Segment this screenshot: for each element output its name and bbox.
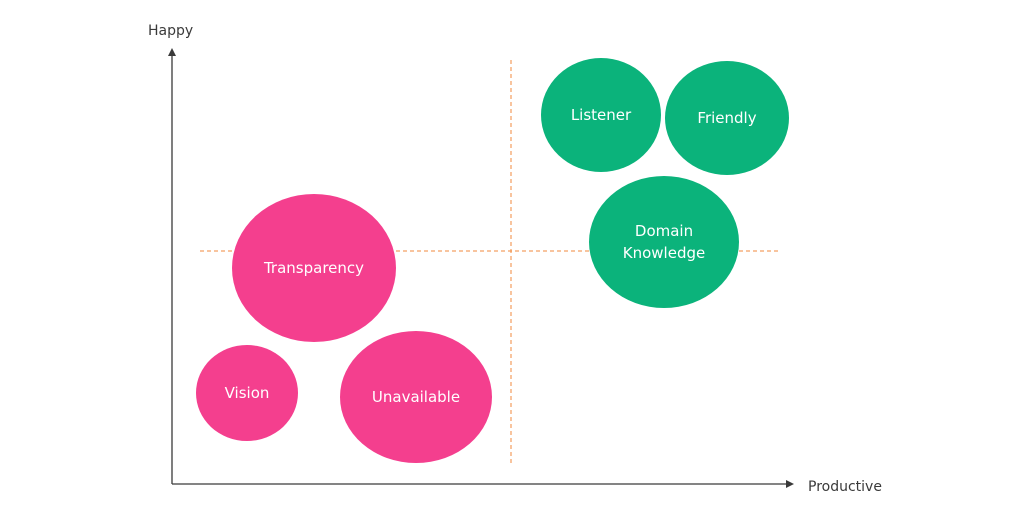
bubble-transparency: Transparency (232, 194, 396, 342)
bubble-shape-vision (196, 345, 298, 441)
bubble-label-domain-knowledge: Knowledge (623, 244, 705, 262)
bubble-label-vision: Vision (225, 384, 270, 402)
bubble-shape-transparency (232, 194, 396, 342)
bubble-label-listener: Listener (571, 106, 632, 124)
bubble-shape-unavailable (340, 331, 492, 463)
bubbles-group: Listener FriendlyDomainKnowledgeTranspare… (196, 58, 789, 463)
bubble-label-domain-knowledge: Domain (635, 222, 693, 240)
bubble-listener: Listener (541, 58, 661, 172)
bubble-label-friendly: Friendly (697, 109, 756, 127)
bubble-vision: Vision (196, 345, 298, 441)
x-axis-label: Productive (808, 479, 882, 495)
bubble-shape-friendly (665, 61, 789, 175)
bubble-label-transparency: Transparency (263, 259, 364, 277)
bubble-friendly: Friendly (665, 61, 789, 175)
bubble-shape-domain-knowledge (589, 176, 739, 308)
bubble-label-unavailable: Unavailable (372, 388, 460, 406)
y-axis-label: Happy (148, 23, 193, 39)
bubble-shape-listener (541, 58, 661, 172)
bubble-unavailable: Unavailable (340, 331, 492, 463)
